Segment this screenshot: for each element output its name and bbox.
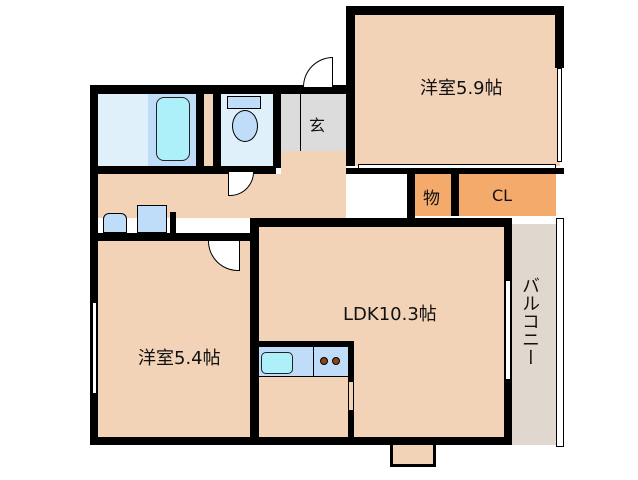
hallway: [281, 151, 346, 174]
counter-divider: [313, 347, 314, 377]
western-room-5-4: [98, 241, 250, 437]
wall: [213, 94, 221, 168]
balcony-label: バルコニー: [519, 276, 540, 366]
bathtub-icon: [156, 97, 190, 161]
entrance-divider: [300, 94, 301, 151]
wall: [346, 6, 355, 166]
balcony-window: [505, 280, 511, 380]
washing-machine-icon: [137, 205, 167, 233]
kitchen-opening: [348, 381, 354, 411]
closet-label: CL: [492, 186, 513, 205]
closet: [459, 174, 556, 216]
window: [557, 68, 562, 162]
window: [92, 302, 97, 394]
room-label-western-5-4: 洋室5.4帖: [138, 348, 221, 369]
storage: [415, 174, 451, 216]
toilet-bowl-icon: [232, 110, 258, 142]
corridor-strip: [204, 94, 213, 166]
balcony: [512, 224, 556, 445]
wall: [98, 233, 258, 241]
bay-window: [390, 445, 436, 467]
balcony-rail: [556, 218, 564, 447]
wall: [273, 94, 281, 168]
hallway: [98, 174, 346, 218]
wall: [196, 94, 204, 168]
wall: [250, 437, 512, 445]
wall: [250, 218, 512, 227]
ldk: [259, 227, 504, 437]
wall: [346, 6, 560, 15]
wall: [407, 174, 415, 224]
washbasin-icon: [103, 213, 127, 233]
room-label-western-5-9: 洋室5.9帖: [420, 78, 503, 99]
toilet-tank-icon: [227, 96, 261, 109]
wall: [170, 212, 176, 236]
washroom: [98, 94, 148, 166]
wall: [90, 437, 260, 445]
stove-burner-icon: [332, 357, 340, 365]
wall: [451, 174, 459, 216]
wall: [90, 85, 346, 94]
wall: [555, 6, 564, 68]
wall: [98, 166, 276, 174]
stove-burner-icon: [320, 357, 328, 365]
wall: [346, 168, 564, 174]
entrance: [281, 94, 346, 151]
wall: [250, 218, 259, 445]
storage-label: 物: [423, 189, 440, 209]
wall: [90, 85, 98, 440]
entrance-label: 玄: [309, 116, 326, 135]
room-label-ldk: LDK10.3帖: [343, 304, 437, 325]
entry-door-swing: [303, 57, 333, 87]
wall: [259, 341, 354, 347]
sink-icon: [261, 352, 293, 374]
western-room-5-9: [346, 6, 560, 166]
